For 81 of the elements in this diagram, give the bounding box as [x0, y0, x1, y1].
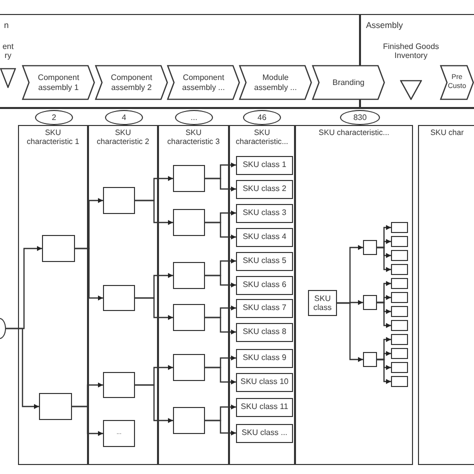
- arrow: [377, 358, 391, 384]
- count-oval: ...: [175, 110, 213, 125]
- arrow: [135, 384, 173, 423]
- empty-box: [173, 262, 205, 289]
- empty-box: [42, 235, 75, 262]
- process-step: [312, 65, 385, 100]
- empty-box: [391, 250, 408, 261]
- class-box: SKU class 4: [236, 228, 293, 246]
- arrow: [135, 297, 173, 320]
- class-box: SKU class 9: [236, 348, 293, 368]
- class-box: SKU class ...: [236, 424, 293, 442]
- column-panel: [418, 125, 474, 465]
- empty-box: [39, 393, 72, 420]
- step-label: Component assembly 1: [36, 72, 80, 94]
- class-box: SKU class 5: [236, 252, 293, 270]
- column-panel: [295, 125, 413, 465]
- arrow: [75, 248, 103, 300]
- class-box: SKU class 8: [236, 322, 293, 342]
- phase-label: n: [4, 21, 9, 31]
- empty-box: [173, 209, 205, 236]
- count-oval: 4: [105, 110, 143, 125]
- inventory-label: ent ry: [1, 42, 15, 60]
- arrow: [72, 406, 103, 436]
- empty-box: [391, 236, 408, 247]
- empty-box: [363, 240, 377, 255]
- phase-label: Assembly: [366, 21, 403, 31]
- count-oval: 2: [35, 110, 73, 125]
- empty-box: [173, 304, 205, 331]
- empty-box: [173, 165, 205, 192]
- empty-box: [391, 348, 408, 359]
- class-box: SKU class 2: [236, 180, 293, 198]
- empty-box: [391, 320, 408, 331]
- arrow: [205, 274, 236, 288]
- empty-box: [391, 278, 408, 289]
- class-box: SKU class 7: [236, 298, 293, 318]
- arrow: [205, 316, 236, 334]
- empty-box: [363, 295, 377, 310]
- column-panel: [229, 125, 295, 465]
- count-oval: 46: [243, 110, 281, 125]
- column-panel: [18, 125, 88, 465]
- class-box: SKU class 1: [236, 156, 293, 174]
- empty-box: [391, 292, 408, 303]
- arrow: [205, 222, 236, 240]
- empty-box: [391, 376, 408, 387]
- process-step: [440, 65, 474, 100]
- arrow: [6, 328, 39, 409]
- inventory-label: Finished Goods Inventory: [382, 42, 440, 60]
- arrow: [205, 366, 236, 384]
- process-step: [22, 65, 95, 100]
- column-panel: [88, 125, 158, 465]
- empty-box: [173, 354, 205, 381]
- step-label: Component assembly 2: [110, 72, 154, 94]
- empty-box: [391, 362, 408, 373]
- step-label: Branding: [331, 76, 366, 89]
- arrow: [205, 178, 236, 192]
- count-oval: 830: [340, 110, 380, 125]
- empty-box: [391, 334, 408, 345]
- arrow: [135, 200, 173, 225]
- empty-box: [103, 372, 135, 398]
- process-box: SKU class: [308, 290, 337, 316]
- arrow: [377, 246, 391, 272]
- arrow: [377, 302, 391, 328]
- empty-box: [363, 352, 377, 367]
- class-box: SKU class 10: [236, 372, 293, 392]
- column-panel: [158, 125, 229, 465]
- empty-box: [391, 222, 408, 233]
- empty-box: [391, 306, 408, 317]
- empty-box: [173, 407, 205, 434]
- empty-box: [103, 187, 135, 214]
- process-step: [95, 65, 168, 100]
- process-step: [167, 65, 240, 100]
- class-box: SKU class 3: [236, 204, 293, 222]
- empty-box: [103, 285, 135, 311]
- class-box: SKU class 6: [236, 276, 293, 294]
- arrow: [337, 302, 363, 362]
- class-box: SKU class 11: [236, 398, 293, 416]
- empty-box: [391, 264, 408, 275]
- step-label: Component assembly ...: [181, 72, 226, 94]
- arrow: [205, 420, 236, 436]
- process-step: [239, 65, 312, 100]
- step-label: Module assembly ...: [253, 72, 298, 94]
